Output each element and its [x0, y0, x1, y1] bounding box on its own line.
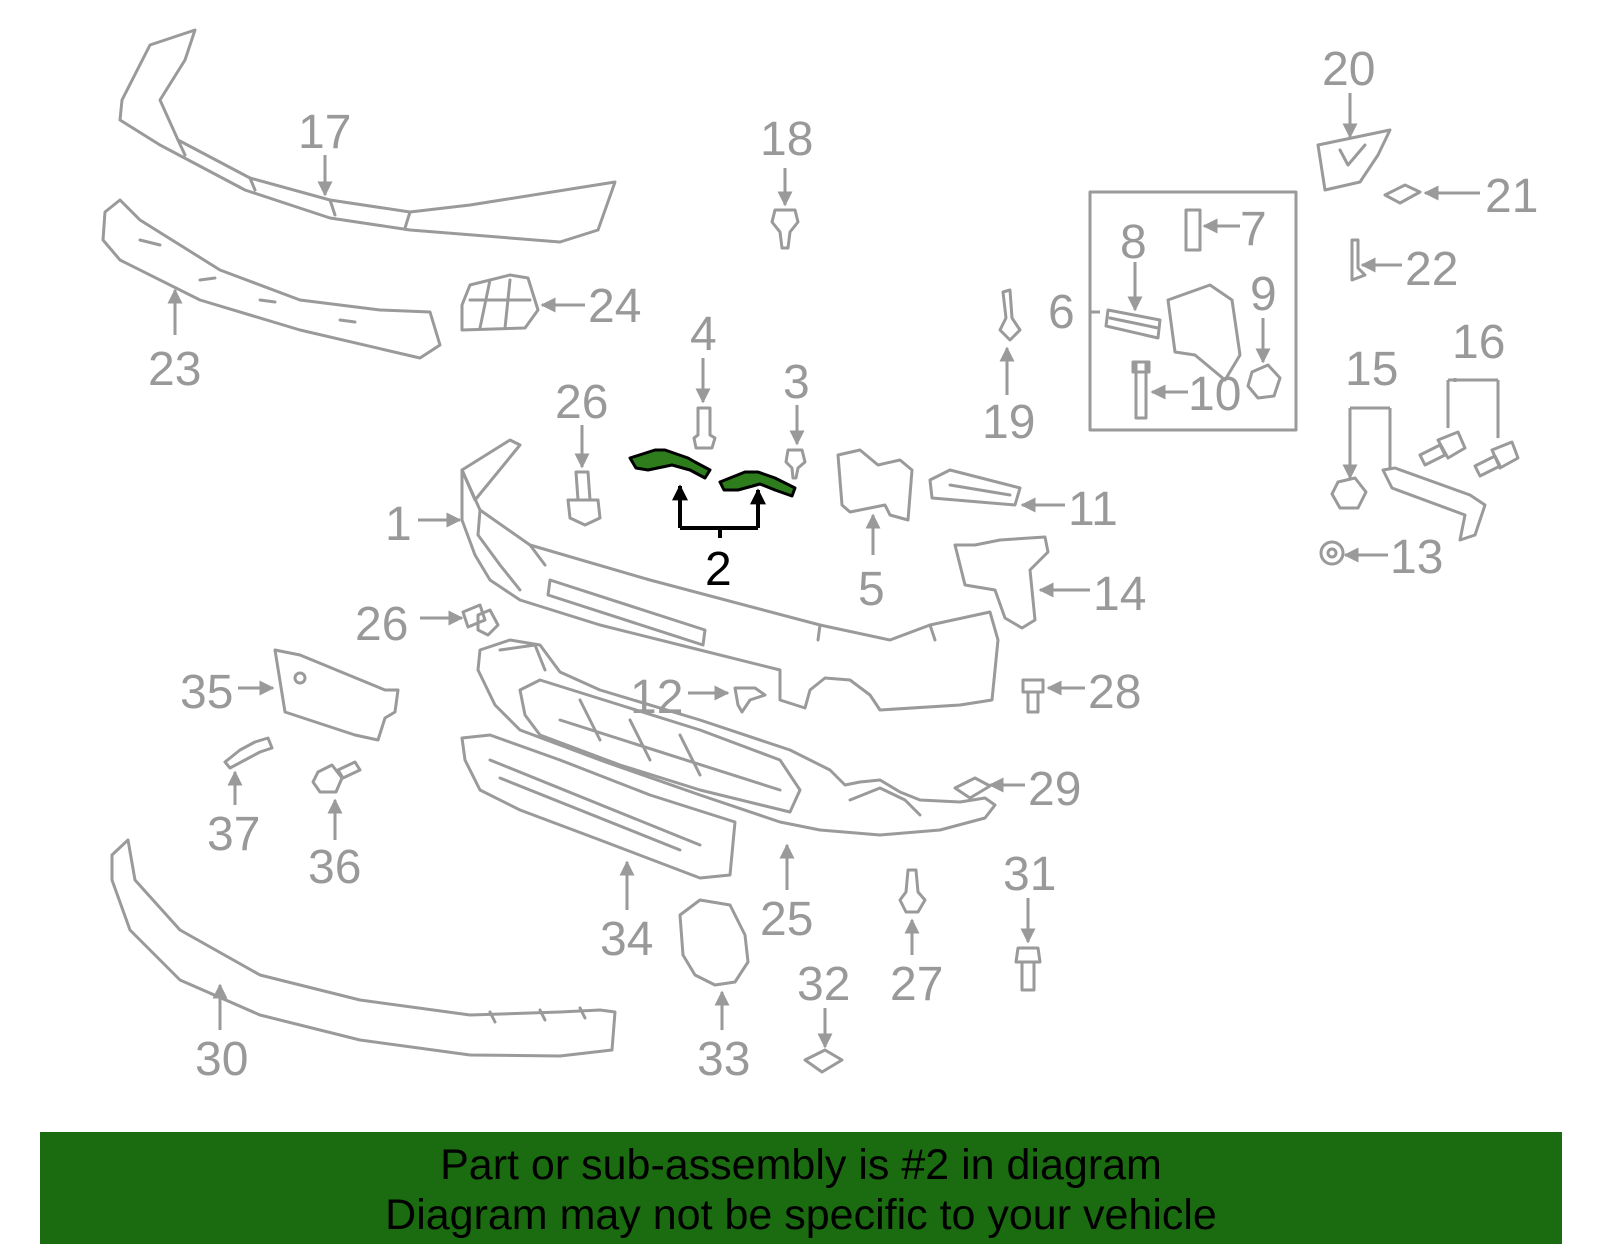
part-3-clip [784, 448, 807, 480]
label-27: 27 [890, 958, 943, 1011]
part-28-bolt [1021, 678, 1045, 714]
label-4: 4 [690, 308, 717, 361]
label-36: 36 [308, 841, 361, 894]
part-2-mounting-brackets [628, 448, 797, 498]
part-9-nut [1246, 363, 1282, 400]
label-14: 14 [1093, 568, 1146, 621]
label-17: 17 [298, 106, 351, 159]
part-14-bracket [953, 535, 1050, 630]
part-2-bracket-right [718, 470, 797, 498]
label-28: 28 [1088, 666, 1141, 719]
part-22-screw [1350, 238, 1367, 282]
label-26-lower: 26 [355, 598, 408, 651]
label-7: 7 [1240, 203, 1267, 256]
label-30: 30 [195, 1033, 248, 1086]
part-34-grille-insert [460, 733, 737, 880]
label-6: 6 [1048, 286, 1075, 339]
label-32: 32 [797, 958, 850, 1011]
part-18-clip [770, 208, 800, 250]
label-33: 33 [697, 1033, 750, 1086]
part-24-bracket [460, 273, 540, 332]
label-31: 31 [1003, 848, 1056, 901]
part-2-bracket-left [628, 448, 712, 480]
part-7-pin [1184, 208, 1202, 252]
part-4-screw [692, 406, 717, 450]
label-1: 1 [385, 498, 412, 551]
label-35: 35 [180, 666, 233, 719]
part-19-clip [998, 288, 1022, 342]
label-24: 24 [588, 280, 641, 333]
label-16: 16 [1452, 316, 1505, 369]
part-12-screw [733, 686, 767, 714]
info-banner: Part or sub-assembly is #2 in diagram Di… [40, 1132, 1562, 1244]
banner-line-1: Part or sub-assembly is #2 in diagram [440, 1141, 1162, 1189]
label-3: 3 [783, 356, 810, 409]
label-26-upper: 26 [555, 376, 608, 429]
part-27-clip [898, 868, 927, 914]
part-33-fog-cover [678, 898, 750, 987]
label-10: 10 [1188, 368, 1241, 421]
part-15-bracket [1381, 466, 1487, 542]
part-37-sensor [223, 736, 274, 770]
part-17-upper-panel [118, 28, 617, 244]
label-11: 11 [1068, 483, 1118, 536]
part-13-washer [1319, 540, 1345, 566]
label-8: 8 [1120, 216, 1147, 269]
part-11-bracket [928, 468, 1022, 507]
part-21-clip [1383, 183, 1422, 205]
part-30-air-deflector [110, 838, 617, 1058]
part-26-bolt-upper [566, 470, 602, 527]
label-37: 37 [207, 808, 260, 861]
part-6-absorber [1166, 283, 1242, 382]
label-21: 21 [1485, 170, 1538, 223]
part-20-bracket [1316, 128, 1392, 192]
label-13: 13 [1390, 531, 1443, 584]
label-29: 29 [1028, 763, 1081, 816]
part-31-bolt [1014, 946, 1042, 992]
label-2: 2 [705, 543, 732, 596]
part-1-face-bar [460, 438, 1000, 712]
part-15-nut [1330, 476, 1368, 510]
label-23: 23 [148, 343, 201, 396]
label-19: 19 [982, 396, 1035, 449]
part-29-clip [953, 776, 992, 800]
part-23-reinforcement [101, 198, 442, 360]
label-25: 25 [760, 893, 813, 946]
label-20: 20 [1322, 43, 1375, 96]
part-16-bolt-b [1473, 440, 1520, 478]
part-5-bracket [836, 448, 914, 522]
parts-diagram: 17 23 24 18 20 21 22 6 8 7 9 10 19 15 16 [101, 28, 1538, 1086]
label-9: 9 [1250, 268, 1277, 321]
label-22: 22 [1405, 243, 1458, 296]
label-5: 5 [858, 563, 885, 616]
part-8-strap [1104, 308, 1162, 340]
part-10-bolt [1131, 360, 1151, 420]
part-35-bracket [273, 648, 400, 742]
part-16-bolt-a [1418, 430, 1467, 467]
label-15: 15 [1345, 343, 1398, 396]
part-25-lower-grille [476, 638, 997, 837]
part-26-bolt-lower [461, 603, 500, 637]
banner-line-2: Diagram may not be specific to your vehi… [385, 1191, 1217, 1239]
label-18: 18 [760, 113, 813, 166]
part-32-clip [803, 1048, 844, 1074]
label-34: 34 [600, 913, 653, 966]
part-36-bolt [311, 760, 362, 794]
